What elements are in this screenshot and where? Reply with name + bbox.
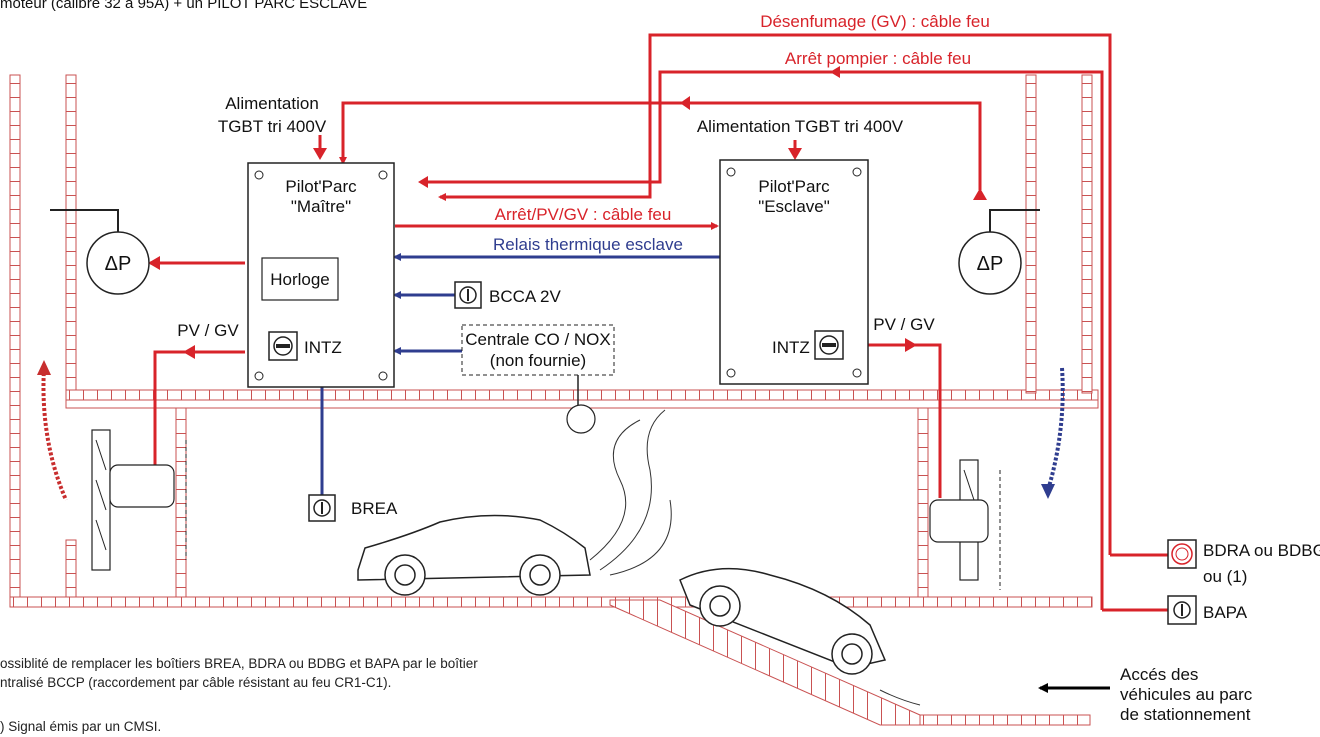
master-subtitle: "Maître" bbox=[291, 197, 351, 216]
ramp bbox=[609, 599, 921, 726]
bdra-line1: BDRA ou BDBG bbox=[1203, 541, 1320, 560]
brea-label: BREA bbox=[351, 499, 398, 518]
cable-pv-gv-left bbox=[153, 350, 245, 468]
cable-pv-gv-right bbox=[868, 343, 942, 498]
footnote-line3: ) Signal émis par un CMSI. bbox=[0, 719, 162, 734]
left-pillar bbox=[175, 407, 187, 604]
cable-desenfumage bbox=[438, 33, 1112, 555]
arret-pompier-label: Arrêt pompier : câble feu bbox=[785, 49, 971, 68]
centrale-line2: (non fournie) bbox=[490, 351, 586, 370]
alim-master-line1: Alimentation bbox=[225, 94, 319, 113]
bdra-device: BDRA ou BDBG ou (1) bbox=[1110, 539, 1320, 586]
slave-box: Pilot'Parc "Esclave" INTZ bbox=[719, 159, 869, 385]
exhaust-smoke bbox=[589, 409, 921, 706]
pv-gv-right-label: PV / GV bbox=[873, 315, 935, 334]
desenfumage-label: Désenfumage (GV) : câble feu bbox=[760, 12, 990, 31]
left-outer-wall bbox=[9, 74, 21, 601]
relais-thermique-label: Relais thermique esclave bbox=[493, 235, 683, 254]
alim-master-line2: TGBT tri 400V bbox=[218, 117, 327, 136]
pressure-left-label: ΔP bbox=[105, 253, 132, 275]
arrowhead-pv-left bbox=[183, 345, 195, 359]
building-walls bbox=[9, 74, 1099, 726]
floor-lower bbox=[919, 714, 1091, 726]
centrale-line1: Centrale CO / NOX bbox=[465, 330, 611, 349]
access-line1: Accés des bbox=[1120, 665, 1198, 684]
slave-subtitle: "Esclave" bbox=[758, 197, 830, 216]
master-title: Pilot'Parc bbox=[285, 177, 357, 196]
right-outer-wall bbox=[1081, 74, 1093, 394]
bcca-device: BCCA 2V bbox=[454, 281, 561, 309]
top-note: moteur (calibre 32 à 95A) + un PILOT PAR… bbox=[0, 0, 367, 12]
arret-pv-gv-label: Arrêt/PV/GV : câble feu bbox=[495, 205, 672, 224]
car-parked bbox=[357, 514, 591, 596]
slave-intz-label: INTZ bbox=[772, 338, 810, 357]
centrale-co-nox: Centrale CO / NOX (non fournie) bbox=[461, 324, 615, 434]
bcca-label: BCCA 2V bbox=[489, 287, 561, 306]
fan-left bbox=[37, 360, 187, 571]
access-line3: de stationnement bbox=[1120, 705, 1251, 724]
footnote-line2: ntralisé BCCP (raccordement par câble ré… bbox=[0, 675, 392, 690]
arrowhead-top-pompier bbox=[830, 66, 840, 78]
bapa-label: BAPA bbox=[1203, 603, 1248, 622]
access-line2: véhicules au parc bbox=[1120, 685, 1253, 704]
pv-gv-left-label: PV / GV bbox=[177, 321, 239, 340]
horloge-box bbox=[261, 257, 339, 301]
fire-cables bbox=[150, 33, 1112, 610]
car-ramp bbox=[679, 567, 887, 675]
master-intz-label: INTZ bbox=[304, 338, 342, 357]
master-box: Pilot'Parc "Maître" Horloge INTZ bbox=[247, 162, 395, 388]
cable-arret-pompier bbox=[425, 70, 1104, 610]
bdra-line2: ou (1) bbox=[1203, 567, 1247, 586]
fire-arrow-heads bbox=[148, 66, 987, 359]
pressure-sensor-right: ΔP bbox=[958, 209, 1040, 295]
signal-cables bbox=[320, 253, 725, 495]
right-inner-wall bbox=[1025, 74, 1037, 394]
alim-slave-label: Alimentation TGBT tri 400V bbox=[697, 117, 904, 136]
right-pillar bbox=[917, 407, 929, 604]
co-sensor bbox=[566, 404, 596, 434]
left-inner-wall bbox=[65, 74, 77, 391]
fan-right bbox=[929, 367, 1065, 590]
bapa-device: BAPA bbox=[1102, 595, 1248, 625]
arrowhead-dp-left bbox=[148, 256, 160, 270]
horloge-label: Horloge bbox=[270, 270, 330, 289]
pressure-right-label: ΔP bbox=[977, 253, 1004, 275]
arrowhead-alim-slave bbox=[788, 148, 802, 160]
arrowhead-feed-up bbox=[973, 188, 987, 200]
left-inner-wall-lower bbox=[65, 539, 77, 601]
brea-device: BREA bbox=[308, 494, 398, 522]
floor-slab bbox=[9, 596, 1093, 608]
ceiling-slab bbox=[65, 389, 1099, 401]
footnote-line1: ossiblité de remplacer les boîtiers BREA… bbox=[0, 656, 478, 671]
pressure-sensor-left: ΔP bbox=[50, 209, 150, 295]
slave-title: Pilot'Parc bbox=[758, 177, 830, 196]
arrowhead-pompier bbox=[418, 176, 428, 188]
cable-feed-master bbox=[339, 101, 982, 190]
arrowhead-feed-top bbox=[680, 96, 690, 110]
arrowhead-alim-master bbox=[313, 148, 327, 160]
arrowhead-pv-right bbox=[905, 338, 917, 352]
